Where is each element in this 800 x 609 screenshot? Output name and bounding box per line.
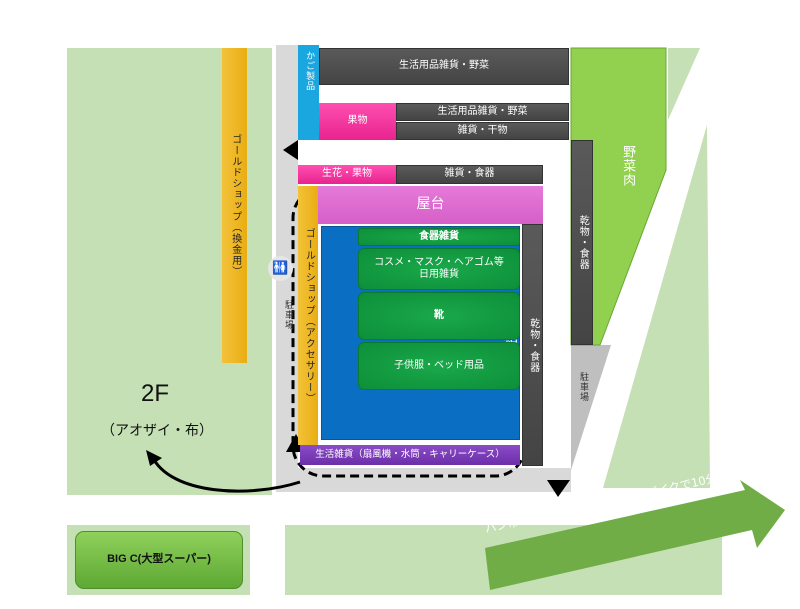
daily-goods-bottom-label: 生活雑貨（扇風機・水筒・キャリーケース）: [315, 449, 505, 461]
parking-left-label: 駐車場: [283, 300, 293, 330]
gold-shop-exchange-label: ゴールドショップ（換金用）: [229, 134, 241, 277]
parking-right-area: [571, 345, 611, 470]
daily-goods-veg-top: 生活用品雑貨・野菜: [319, 48, 569, 85]
vegetables-meat-label: 野菜肉: [620, 145, 636, 187]
left-arrow-icon: [283, 140, 298, 160]
floor-description: （アオザイ・布）: [101, 423, 213, 439]
fruit: 果物: [319, 103, 396, 140]
daily-goods-veg-top-label: 生活用品雑貨・野菜: [399, 60, 489, 72]
gold-shop-accessory-label: ゴールドショップ（アクセサリー）: [303, 227, 315, 404]
food-stalls-label: 屋台: [416, 196, 445, 213]
gold-shop-exchange: ゴールドショップ（換金用）: [222, 48, 247, 363]
kids-bedding-label: 子供服・ベッド用品: [394, 359, 484, 371]
basket-goods-label: かご製品: [304, 51, 315, 91]
goods-dried: 雑貨・干物: [396, 122, 569, 140]
cosmetics-label-line2: 日用雑貨: [419, 269, 459, 280]
road-bottom: [276, 468, 571, 492]
daily-goods-veg-2-label: 生活用品雑貨・野菜: [437, 105, 528, 117]
curved-arrow-to-2f: [150, 455, 301, 493]
goods-tableware-label: 雑貨・食器: [444, 168, 495, 180]
parking-left: 駐車場: [282, 300, 295, 330]
food-stalls: 屋台: [318, 186, 543, 224]
right-green-triangle: [603, 125, 710, 488]
dried-tableware-right: 乾物・食器: [571, 140, 593, 345]
shoes-label: 靴: [434, 309, 444, 321]
curved-arrow-head-icon: [146, 450, 162, 466]
flowers-fruit-label: 生花・果物: [322, 168, 372, 180]
bigc-button[interactable]: BIG C(大型スーパー): [75, 531, 243, 589]
dried-tableware-inner-label: 乾物・食器: [527, 317, 539, 373]
down-arrow-icon: [547, 480, 570, 497]
shoes: 靴: [358, 292, 520, 340]
daily-goods-bottom: 生活雑貨（扇風機・水筒・キャリーケース）: [300, 445, 520, 465]
restroom-icon: 🚻: [268, 256, 293, 281]
dried-tableware-inner: 乾物・食器: [522, 224, 543, 466]
daily-goods-veg-2: 生活用品雑貨・野菜: [396, 103, 569, 121]
direction-arrow: [485, 480, 785, 590]
bigc-label: BIG C(大型スーパー): [107, 553, 211, 566]
fruit-label: 果物: [347, 115, 368, 127]
flowers-fruit: 生花・果物: [298, 165, 396, 184]
floor-label: 2F: [140, 380, 169, 407]
gold-shop-accessory: ゴールドショップ（アクセサリー）: [298, 186, 318, 445]
basket-goods: かご製品: [298, 45, 319, 140]
kids-bedding: 子供服・ベッド用品: [358, 342, 520, 390]
right-green-wedge: [668, 48, 700, 120]
cosmetics-daily-goods: コスメ・マスク・ヘアゴム等日用雑貨: [358, 248, 520, 290]
parking-right-label: 駐車場: [578, 372, 588, 402]
tableware-goods: 食器雑貨: [358, 228, 520, 246]
goods-tableware: 雑貨・食器: [396, 165, 543, 184]
parking-right: 駐車場: [577, 372, 590, 402]
vegetables-meat: 野菜肉: [615, 145, 639, 187]
dried-tableware-right-label: 乾物・食器: [577, 215, 589, 270]
goods-dried-label: 雑貨・干物: [457, 124, 508, 136]
cosmetics-label-line1: コスメ・マスク・ヘアゴム等: [374, 256, 504, 268]
tableware-goods-label: 食器雑貨: [419, 230, 459, 242]
